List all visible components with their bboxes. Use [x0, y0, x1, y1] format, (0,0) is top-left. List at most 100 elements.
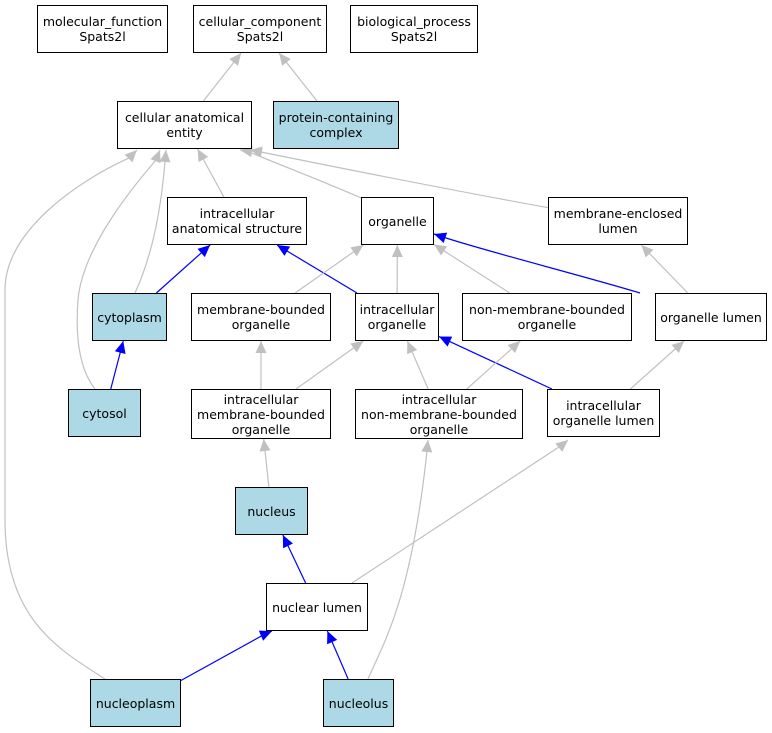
edge-mel-to-cae: [249, 146, 551, 209]
term-label-line: nucleus: [247, 503, 296, 519]
term-label-line: organelle: [517, 317, 577, 332]
edge-nucleolus-to-inmbo: [367, 439, 433, 680]
term-label: organelle lumen: [660, 310, 762, 325]
term-label-line: organelle: [367, 317, 427, 332]
edge-io-to-ias: [276, 244, 358, 294]
term-label-line: intracellular: [401, 391, 477, 407]
term-label-line: Spats2l: [236, 29, 284, 44]
term-label-line: non-membrane-bounded: [361, 406, 517, 422]
term-label-line: cytoplasm: [97, 309, 162, 325]
term-label-line: organelle lumen: [552, 413, 655, 428]
term-label-line: protein-containing: [278, 110, 394, 125]
term-label-line: nucleolus: [328, 695, 389, 711]
edge-nucleus-to-imbo: [259, 438, 271, 488]
edge-nucleolus-to-nl: [326, 630, 349, 680]
edge-mbo-to-org: [294, 244, 364, 294]
term-label-line: non-membrane-bounded: [469, 302, 625, 317]
term-node-cytosol[interactable]: cytosol: [68, 389, 141, 437]
term-label: nucleus: [247, 504, 295, 519]
term-label-line: organelle: [231, 421, 291, 437]
term-label-line: cytosol: [82, 405, 127, 421]
edge-ol-to-org: [433, 232, 641, 294]
term-label-line: intracellular: [223, 391, 299, 407]
edge-iol-to-ol: [629, 340, 685, 390]
edge-nl-to-iol: [351, 439, 569, 584]
term-label-line: nuclear lumen: [272, 599, 362, 615]
term-label: nuclear lumen: [272, 600, 362, 615]
term-label-line: biological_process: [357, 14, 471, 29]
edge-inmbo-to-nmbo: [466, 340, 521, 390]
term-label-line: complex: [309, 125, 363, 140]
term-label-line: entity: [166, 125, 203, 140]
term-label: cytoplasm: [97, 310, 162, 325]
edge-ias-to-cae: [197, 148, 225, 198]
edge-cytosol-to-cyto: [110, 340, 126, 390]
edge-np-to-cae: [4, 149, 138, 680]
edge-io-to-org: [391, 244, 403, 294]
edge-cae-to-cc: [202, 52, 242, 102]
term-label-line: organelle lumen: [660, 309, 762, 325]
edge-pcc-to-cc: [278, 52, 318, 102]
edge-np-to-nl: [179, 630, 273, 682]
term-label-line: membrane-enclosed: [553, 206, 683, 221]
term-node-nucleolus[interactable]: nucleolus: [323, 679, 394, 727]
term-label-line: molecular_function: [42, 14, 163, 29]
edge-cytosol-to-cae: [76, 149, 161, 390]
term-label-line: Spats2l: [390, 29, 438, 44]
term-label: organelle: [368, 214, 426, 229]
edge-inmbo-to-io: [406, 340, 429, 390]
term-node-ol[interactable]: organelle lumen: [655, 293, 767, 341]
term-label-line: nucleoplasm: [95, 695, 176, 711]
term-label-line: anatomical structure: [171, 221, 303, 236]
term-label-line: intracellular: [359, 302, 435, 317]
term-label-line: intracellular: [566, 398, 641, 413]
term-label-line: organelle: [368, 213, 427, 229]
term-label-line: lumen: [598, 221, 638, 236]
term-node-nl[interactable]: nuclear lumen: [266, 583, 368, 631]
term-node-cyto[interactable]: cytoplasm: [92, 293, 167, 341]
term-label-line: membrane-bounded: [197, 302, 325, 317]
term-node-np[interactable]: nucleoplasm: [90, 679, 181, 727]
edge-ol-to-mel: [640, 244, 689, 294]
edge-nl-to-nucleus: [282, 534, 307, 584]
term-label: cytosol: [82, 406, 126, 421]
term-label-line: organelle: [231, 317, 291, 332]
term-label: nucleolus: [329, 696, 388, 711]
term-label-line: organelle: [409, 421, 469, 437]
term-node-org[interactable]: organelle: [361, 197, 434, 245]
term-label: nucleoplasm: [96, 696, 175, 711]
edge-cyto-to-ias: [155, 244, 211, 294]
term-node-nucleus[interactable]: nucleus: [235, 487, 308, 535]
term-label-line: intracellular: [199, 206, 275, 221]
edge-nmbo-to-org: [433, 243, 510, 294]
term-label-line: cellular anatomical: [124, 110, 245, 125]
edge-imbo-to-mbo: [255, 341, 267, 389]
